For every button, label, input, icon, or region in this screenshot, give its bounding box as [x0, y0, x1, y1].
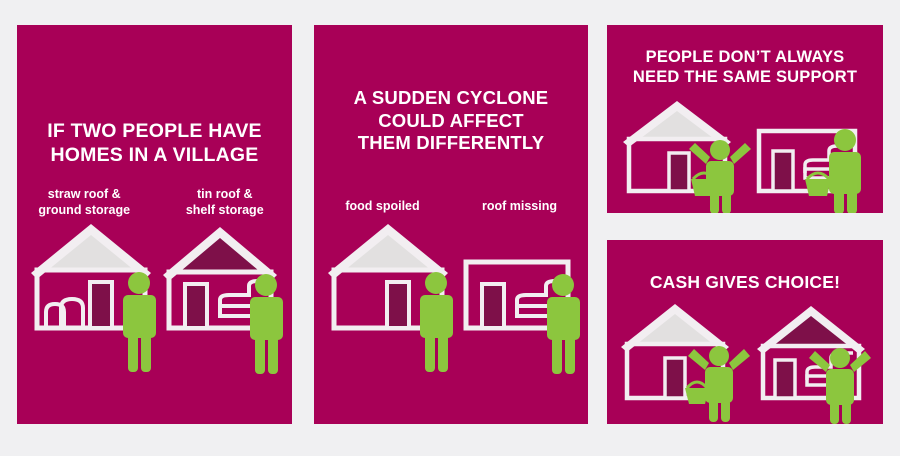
- person-arms-raised-left: [688, 346, 750, 422]
- panel-1-illustration: [17, 200, 292, 386]
- panel-people-dont-always-need-same-support: PEOPLE DON’T ALWAYS NEED THE SAME SUPPOR…: [607, 25, 883, 213]
- sublabel-straw-roof-ground-storage: straw roof & ground storage: [38, 187, 131, 217]
- person-standing-right: [547, 274, 580, 374]
- person-standing-right: [829, 129, 861, 213]
- person-standing-right: [250, 274, 283, 374]
- panel-2-illustration: [314, 200, 588, 386]
- panel-1-sublabels: straw roof & ground storage tin roof & s…: [17, 186, 292, 218]
- panel-1-headline: IF TWO PEOPLE HAVE HOMES IN A VILLAGE: [47, 120, 262, 166]
- person-standing-left: [420, 272, 453, 372]
- basket-right: [805, 171, 831, 196]
- sublabel-tin-roof-shelf-storage: tin roof & shelf storage: [185, 187, 264, 217]
- panel-2-headline: A SUDDEN CYCLONE COULD AFFECT THEM DIFFE…: [353, 87, 549, 154]
- panel-4-illustration: [607, 296, 883, 424]
- panel-sudden-cyclone: A SUDDEN CYCLONE COULD AFFECT THEM DIFFE…: [314, 25, 588, 424]
- person-arms-raised-left: [689, 140, 751, 213]
- panel-3-headline: PEOPLE DON’T ALWAYS NEED THE SAME SUPPOR…: [632, 48, 858, 87]
- person-standing-left: [123, 272, 156, 372]
- sublabel-roof-missing: roof missing: [481, 199, 557, 213]
- panel-4-headline: CASH GIVES CHOICE!: [649, 272, 841, 292]
- house-straw-roof: [623, 101, 731, 194]
- sublabel-food-spoiled: food spoiled: [345, 199, 420, 213]
- panel-cash-gives-choice: CASH GIVES CHOICE!: [607, 240, 883, 424]
- house-roof-missing: [463, 259, 571, 331]
- panel-2-sublabels: food spoiled roof missing: [314, 198, 588, 214]
- panel-if-two-people-have-homes: IF TWO PEOPLE HAVE HOMES IN A VILLAGE st…: [17, 25, 292, 424]
- person-arms-raised-right: [809, 348, 871, 424]
- panel-3-illustration: [607, 95, 883, 213]
